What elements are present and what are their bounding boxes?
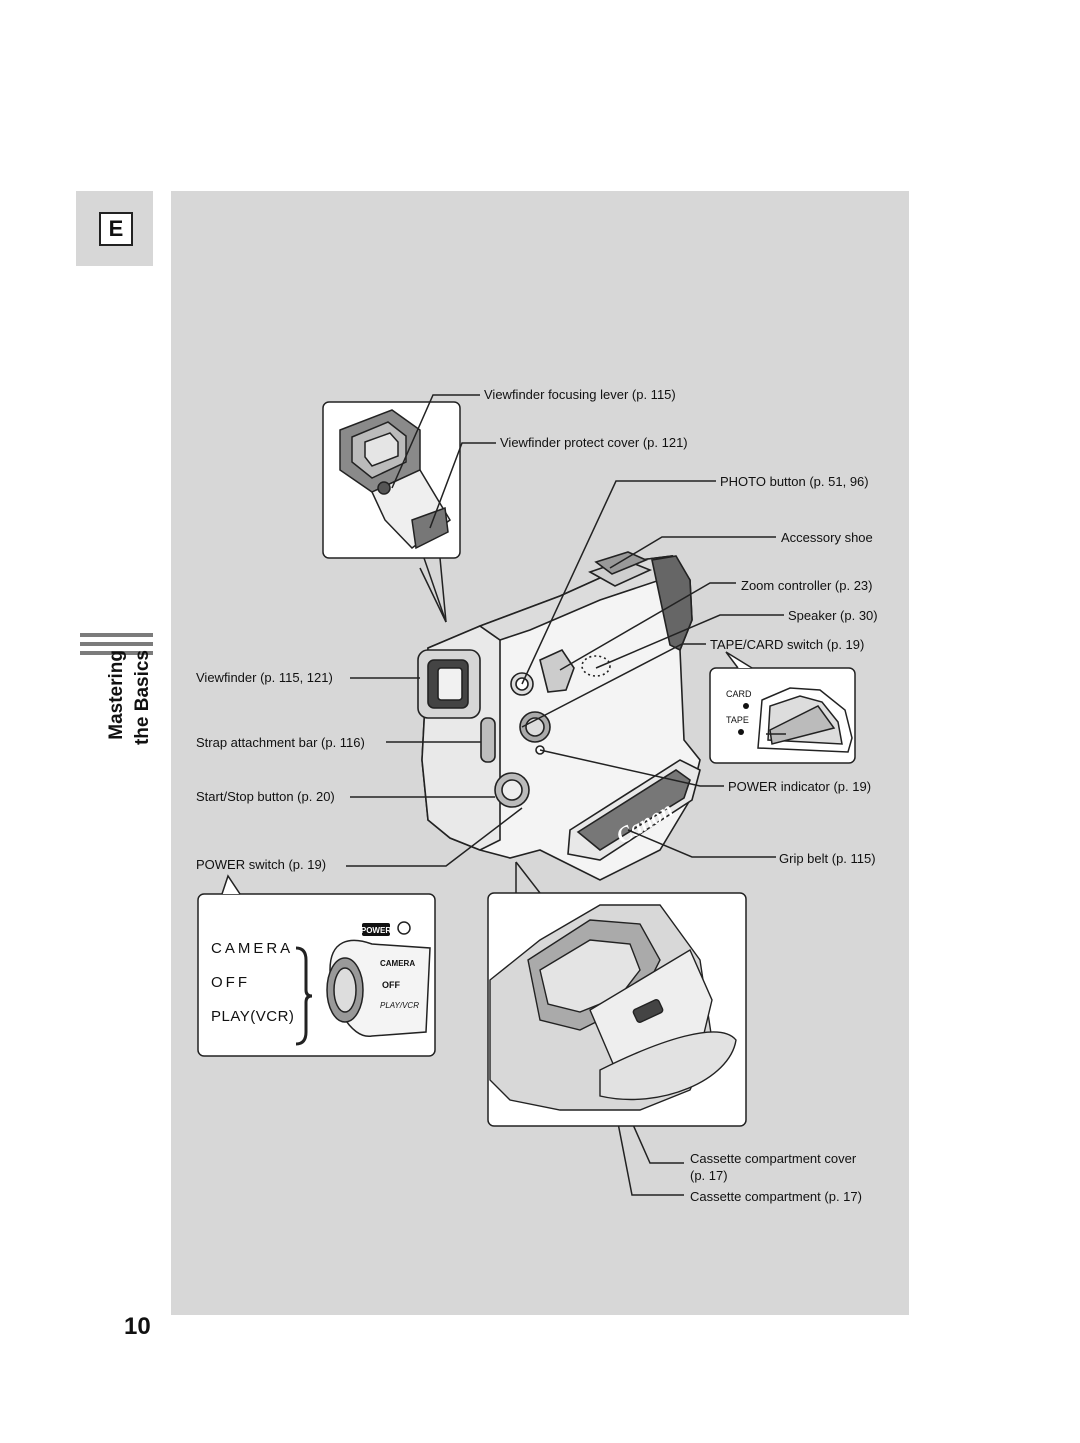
label-cassette-compartment: Cassette compartment (p. 17) <box>690 1189 862 1204</box>
label-tape-card-switch: TAPE/CARD switch (p. 19) <box>710 637 865 652</box>
label-grip-belt: Grip belt (p. 115) <box>779 851 876 866</box>
label-start-stop-button: Start/Stop button (p. 20) <box>196 789 335 804</box>
label-accessory-shoe: Accessory shoe <box>781 530 873 545</box>
cassette-drawing <box>489 904 737 1111</box>
power-mode-play-vcr: PLAY(VCR) <box>211 1008 295 1025</box>
label-power-indicator: POWER indicator (p. 19) <box>728 779 872 794</box>
tape-card-switch-drawing <box>757 687 853 753</box>
camcorder-body-drawing <box>417 551 701 881</box>
label-strap-attachment-bar: Strap attachment bar (p. 116) <box>196 735 365 750</box>
label-speaker: Speaker (p. 30) <box>788 608 878 623</box>
power-badge-bg <box>362 923 390 936</box>
page-number: 10 <box>124 1313 151 1340</box>
section-bars <box>80 633 153 660</box>
power-mode-camera: CAMERA <box>211 940 294 957</box>
label-cassette-cover-page: (p. 17) <box>690 1168 728 1183</box>
label-zoom-controller: Zoom controller (p. 23) <box>741 578 873 593</box>
label-cassette-cover: Cassette compartment cover <box>690 1151 857 1166</box>
tape-card-tape-text: TAPE <box>726 715 749 725</box>
label-photo-button: PHOTO button (p. 51, 96) <box>720 474 869 489</box>
tape-card-card-text: CARD <box>726 689 752 699</box>
dial-off-text: OFF <box>382 980 400 990</box>
dial-play-text: PLAY/VCR <box>380 1001 419 1010</box>
power-badge: POWER <box>361 926 391 935</box>
dial-camera-text: CAMERA <box>380 959 415 968</box>
language-letter: E <box>99 212 133 246</box>
label-viewfinder: Viewfinder (p. 115, 121) <box>196 670 333 685</box>
label-power-switch: POWER switch (p. 19) <box>196 857 327 872</box>
power-dial-drawing <box>295 921 431 1046</box>
viewfinder-detail-drawing <box>339 409 451 550</box>
label-viewfinder-protect-cover: Viewfinder protect cover (p. 121) <box>500 435 688 450</box>
power-mode-off: OFF <box>211 974 250 991</box>
label-viewfinder-focusing-lever: Viewfinder focusing lever (p. 115) <box>484 387 676 402</box>
